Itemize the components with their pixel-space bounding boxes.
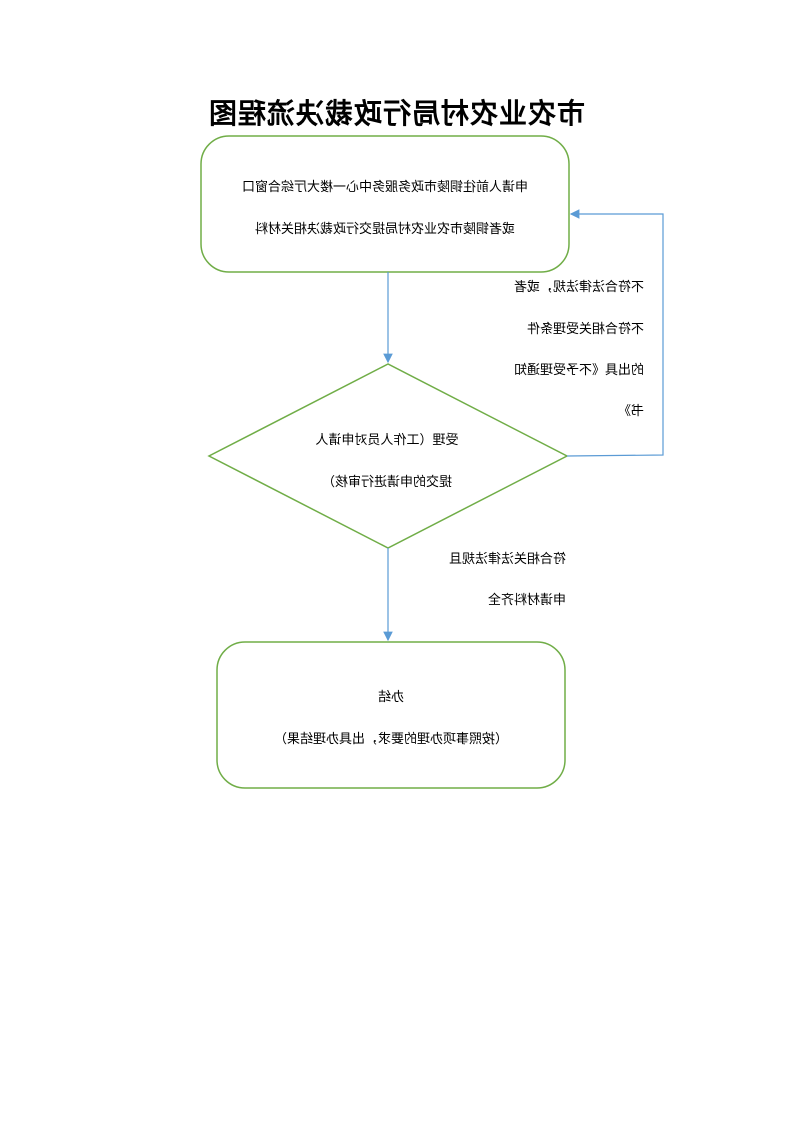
reject-label-line4: 书》 bbox=[617, 404, 644, 419]
accept-label-line2: 申请材料齐全 bbox=[487, 593, 566, 608]
accept-label-line1: 符合相关法律法规且 bbox=[448, 552, 566, 567]
handle-text-line2: （按照事项办理的要求，出具办理结果） bbox=[274, 732, 509, 747]
apply-text-line2: 或者铜陵市农业农村局提交行政裁决相关材料 bbox=[255, 222, 516, 237]
apply-box bbox=[200, 135, 570, 273]
reject-label-line3: 的出具《不予受理通知 bbox=[513, 363, 644, 378]
arrow-reject-feedback bbox=[566, 209, 664, 457]
reject-label-line1: 不符合法律法规，或者 bbox=[513, 280, 644, 295]
page-title: 市农业农村局行政裁决流程图 bbox=[208, 97, 586, 130]
apply-text-line1: 申请人前往铜陵市政务服务中心一楼大厅综合窗口 bbox=[242, 180, 529, 195]
review-diamond bbox=[207, 363, 569, 549]
reject-label-line2: 不符合相关受理条件 bbox=[526, 322, 644, 337]
review-text-line1: 受理（工作人员对申请人 bbox=[315, 433, 459, 448]
handle-box bbox=[216, 641, 566, 789]
handle-text-line1: 办结 bbox=[378, 690, 405, 705]
review-text-line2: 提交的申请进行审核） bbox=[322, 475, 453, 490]
